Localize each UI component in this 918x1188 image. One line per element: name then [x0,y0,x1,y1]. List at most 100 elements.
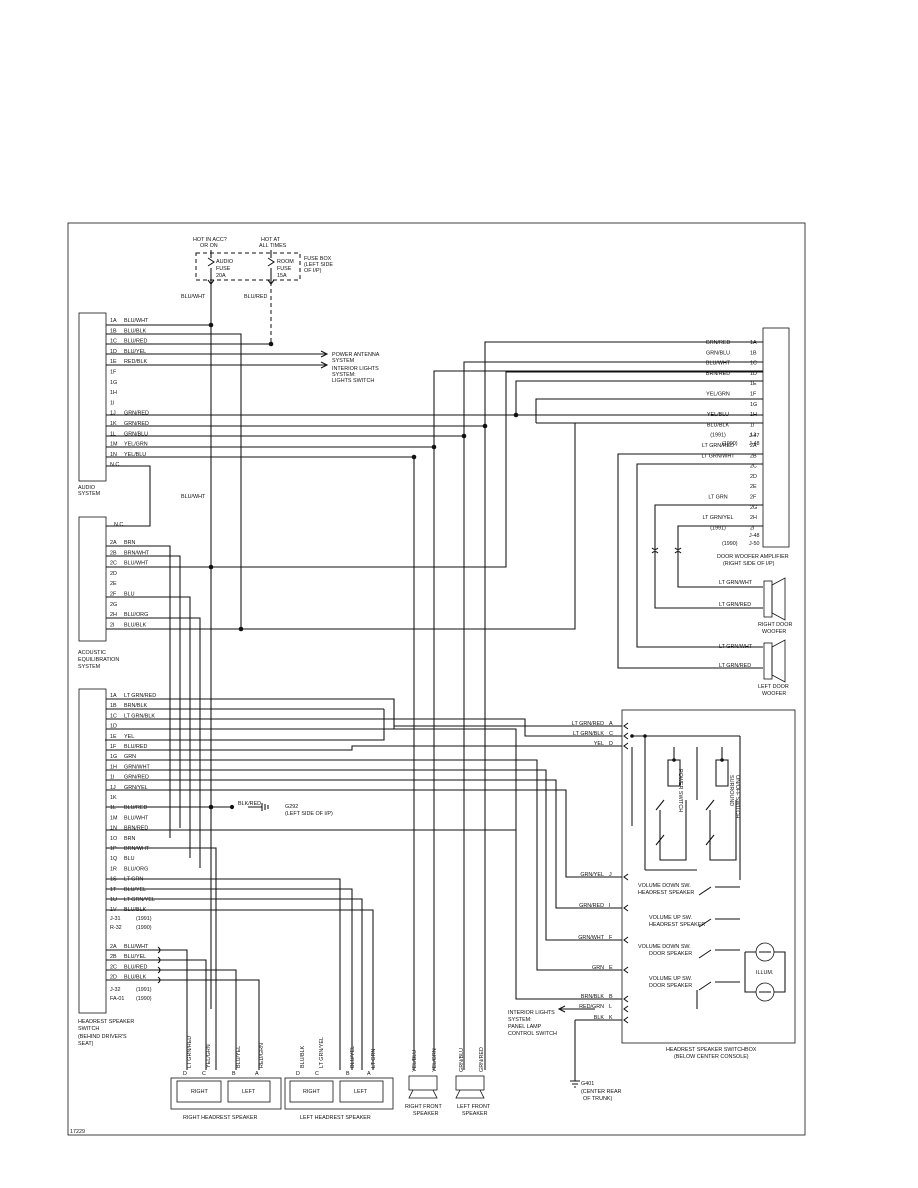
hs-wire-15: BRN/WHT [124,846,150,852]
hs-pin-1f: 1F [110,744,117,750]
svg-text:RIGHT: RIGHT [303,1089,320,1095]
hs-pin-1n: 1N [110,826,117,832]
ae-pin-2c: 2C [110,561,117,567]
svg-text:FA-01: FA-01 [110,996,124,1002]
svg-text:(1991): (1991) [136,987,152,993]
svg-text:SYSTEM:: SYSTEM: [332,372,356,378]
ae-pin-2b: 2B [110,550,117,556]
lhs-pin-a: A [367,1071,371,1077]
svg-text:HEADREST SPEAKER: HEADREST SPEAKER [649,922,705,928]
svg-text:DOOR SPEAKER: DOOR SPEAKER [649,983,692,989]
audio-wire-13: YEL/BLU [124,452,146,458]
svg-text:POWER ANTENNA: POWER ANTENNA [332,352,380,358]
wiring-routes [105,282,763,1070]
right-door-woofer: LT GRN/WHT LT GRN/RED RIGHT DOOR WOOFER [719,577,792,635]
amp-note-5: (1990) [722,541,738,547]
svg-text:OR ON: OR ON [200,243,218,249]
hs-pin-1s: 1S [110,877,117,883]
rhs-wire-3: RED/GRN [259,1043,265,1068]
hs-pin-1a: 1A [110,693,117,699]
audio-wire-0: BLU/WHT [124,318,149,324]
hs-pin-1t: 1T [110,887,117,893]
amp-pin-1j: 1J [750,433,756,439]
ae-wire-8: BLU/BLK [124,622,147,628]
svg-text:(LEFT SIDE OF I/P): (LEFT SIDE OF I/P) [285,811,333,817]
sb-arrow-d [623,742,629,750]
ae-wire-5: BLU [124,592,135,598]
svg-text:LIGHTS SWITCH: LIGHTS SWITCH [332,378,374,384]
audio-pin-1m: 1M [110,442,118,448]
amp-pin-1i: 1I [750,422,755,428]
svg-text:VOLUME UP SW.: VOLUME UP SW. [649,976,692,982]
audio-pin-1a: 1A [110,318,117,324]
diagram-frame [67,222,806,1136]
mid-wire-label: BLU/WHT [181,494,206,500]
sb-arrow-a [623,722,629,730]
svg-text:FUSE: FUSE [277,266,292,272]
svg-text:LT GRN/WHT: LT GRN/WHT [719,580,753,586]
left-headrest-speaker-label: LEFT HEADREST SPEAKER [300,1115,371,1121]
amp-pin-2d: 2D [750,474,757,480]
svg-text:RIGHT: RIGHT [191,1089,208,1095]
sb-arrow-f [623,936,629,944]
sb-pin-b: B [609,994,613,1000]
rhs-pin-b: B [232,1071,236,1077]
hs-pin-1l: 1L [110,805,116,811]
amp-pin-2c: 2C [750,464,757,470]
amp-pin-2g: 2G [750,505,757,511]
amp-pin-2f: 2F [750,495,757,501]
ae-pin-2a: 2A [110,540,117,546]
amp-note-4: J-50 [749,541,760,547]
amp-pin-2b: 2B [750,453,757,459]
audio-pin-1g: 1G [110,380,117,386]
svg-text:(RIGHT SIDE OF I/P): (RIGHT SIDE OF I/P) [723,561,775,567]
sb-arrow-i [623,904,629,912]
audio-pin-1i: 1I [110,400,115,406]
audio-wire-3: BLU/YEL [124,349,146,355]
amp-wire-17: LT GRN/YEL [703,515,734,521]
svg-text:INTERIOR LIGHTS: INTERIOR LIGHTS [332,366,379,372]
svg-text:(LEFT SIDE: (LEFT SIDE [304,262,333,268]
svg-text:YEL/GRN: YEL/GRN [432,1048,438,1072]
left-door-woofer-label: LEFT DOOR [758,684,789,690]
hs-wire-5: BLU/RED [124,744,147,750]
hs2-wire-1: BLU/YEL [124,954,146,960]
hs-pin-1c: 1C [110,713,117,719]
hs-wire-11: BLU/RED [124,805,147,811]
left-front-speaker: LEFT FRONT SPEAKER GRN/BLU GRN/RED [455,1047,491,1117]
sb-wire-k: BLK [594,1015,605,1021]
sb-pin-k: K [609,1015,613,1021]
svg-text:YEL/BLU: YEL/BLU [412,1050,418,1072]
hs-wire-0: LT GRN/RED [124,693,156,699]
hs-label: HEADREST SPEAKER [78,1019,134,1025]
hs-pin-1i: 1I [110,775,115,781]
sb-wire-l: RED/GRN [579,1004,604,1010]
room-fuse-label: ROOM [277,259,294,265]
audio-pin-1h: 1H [110,390,117,396]
hs-wire-2: LT GRN/BLK [124,713,155,719]
svg-text:R-32: R-32 [110,925,122,931]
lhs-wire-1: LT GRN/YEL [319,1037,325,1068]
amp-wire-18: (1991) [710,525,726,531]
svg-text:OF TRUNK): OF TRUNK) [583,1096,612,1102]
amp-note-0: J-47 [749,433,760,439]
amp-note-3: J-48 [749,533,760,539]
hs-wire-8: GRN/RED [124,775,149,781]
svg-text:WOOFER: WOOFER [762,629,786,635]
sb-wire-e: GRN [592,965,604,971]
ae-pin-2i: 2I [110,622,115,628]
amp-wire-1: GRN/BLU [706,350,730,356]
hs-pin-1h: 1H [110,764,117,770]
amp-pin-2h: 2H [750,515,757,521]
svg-text:VOLUME DOWN SW.: VOLUME DOWN SW. [638,883,691,889]
hs-wire-19: BLU/YEL [124,887,146,893]
hs-pin-1u: 1U [110,897,117,903]
sb-arrow-j [623,873,629,881]
audio-pin-1l: 1L [110,431,116,437]
fuse-box-label: FUSE BOX [304,256,332,262]
sb-pin-a: A [609,721,613,727]
svg-text:HEADREST SPEAKER: HEADREST SPEAKER [638,890,694,896]
ae-pin-2d: 2D [110,571,117,577]
right-headrest-speaker-label: RIGHT HEADREST SPEAKER [183,1115,257,1121]
